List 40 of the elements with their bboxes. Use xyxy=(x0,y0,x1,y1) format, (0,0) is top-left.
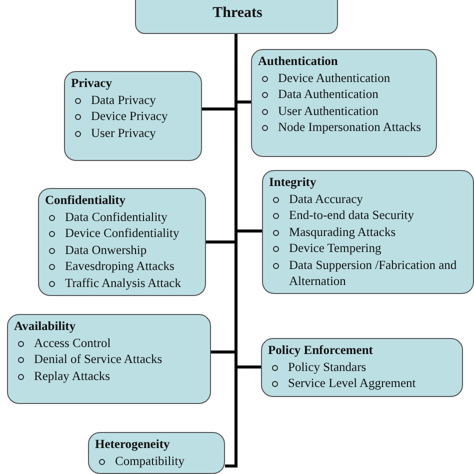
list-item: Denial of Service Attacks xyxy=(34,351,162,368)
list-item: Data Accuracy xyxy=(289,190,363,207)
list-item: Replay Attacks xyxy=(34,368,110,384)
list-item: End-to-end data Security xyxy=(289,207,414,224)
category-box xyxy=(262,170,474,294)
list-item: User Authentication xyxy=(278,102,378,119)
category-box xyxy=(7,314,211,404)
category-box xyxy=(251,49,437,157)
box-heading: Confidentiality xyxy=(45,192,127,208)
list-item: Device Authentication xyxy=(278,70,390,86)
list-item: Device Confidentiality xyxy=(65,225,180,242)
box-heading: Policy Enforcement xyxy=(268,342,374,358)
list-item: User Privacy xyxy=(91,124,156,141)
root-box xyxy=(135,0,338,34)
category-box xyxy=(88,432,225,474)
list-item: Compatibility xyxy=(115,452,184,469)
list-item: Data Authentication xyxy=(278,86,378,102)
list-item: Device Tempering xyxy=(289,240,382,256)
root-title: Threats xyxy=(212,5,264,22)
list-item: Data Privacy xyxy=(91,92,156,108)
list-item: Eavesdroping Attacks xyxy=(65,258,174,274)
list-item: Data Onwership xyxy=(65,242,147,258)
list-item: Traffic Analysis Attack xyxy=(65,274,181,291)
category-box xyxy=(38,188,206,296)
list-item: Access Control xyxy=(34,334,111,351)
list-item: Data Confidentiality xyxy=(65,208,168,225)
box-heading: Integrity xyxy=(269,174,318,190)
list-item: Data Suppersion /Fabrication and Alternation xyxy=(289,256,458,290)
box-heading: Availability xyxy=(14,318,77,334)
category-box xyxy=(261,338,463,397)
box-heading: Heterogeneity xyxy=(95,436,171,452)
list-item: Node Impersonation Attacks xyxy=(278,119,422,136)
list-item: Policy Standars xyxy=(288,358,366,375)
list-item: Masqurading Attacks xyxy=(289,224,396,240)
category-box xyxy=(64,71,202,161)
box-heading: Authentication xyxy=(258,53,339,70)
connector-line xyxy=(225,34,238,468)
list-item: Device Privacy xyxy=(91,108,168,124)
list-item: Service Level Aggrement xyxy=(288,375,416,392)
box-heading: Privacy xyxy=(71,75,113,92)
